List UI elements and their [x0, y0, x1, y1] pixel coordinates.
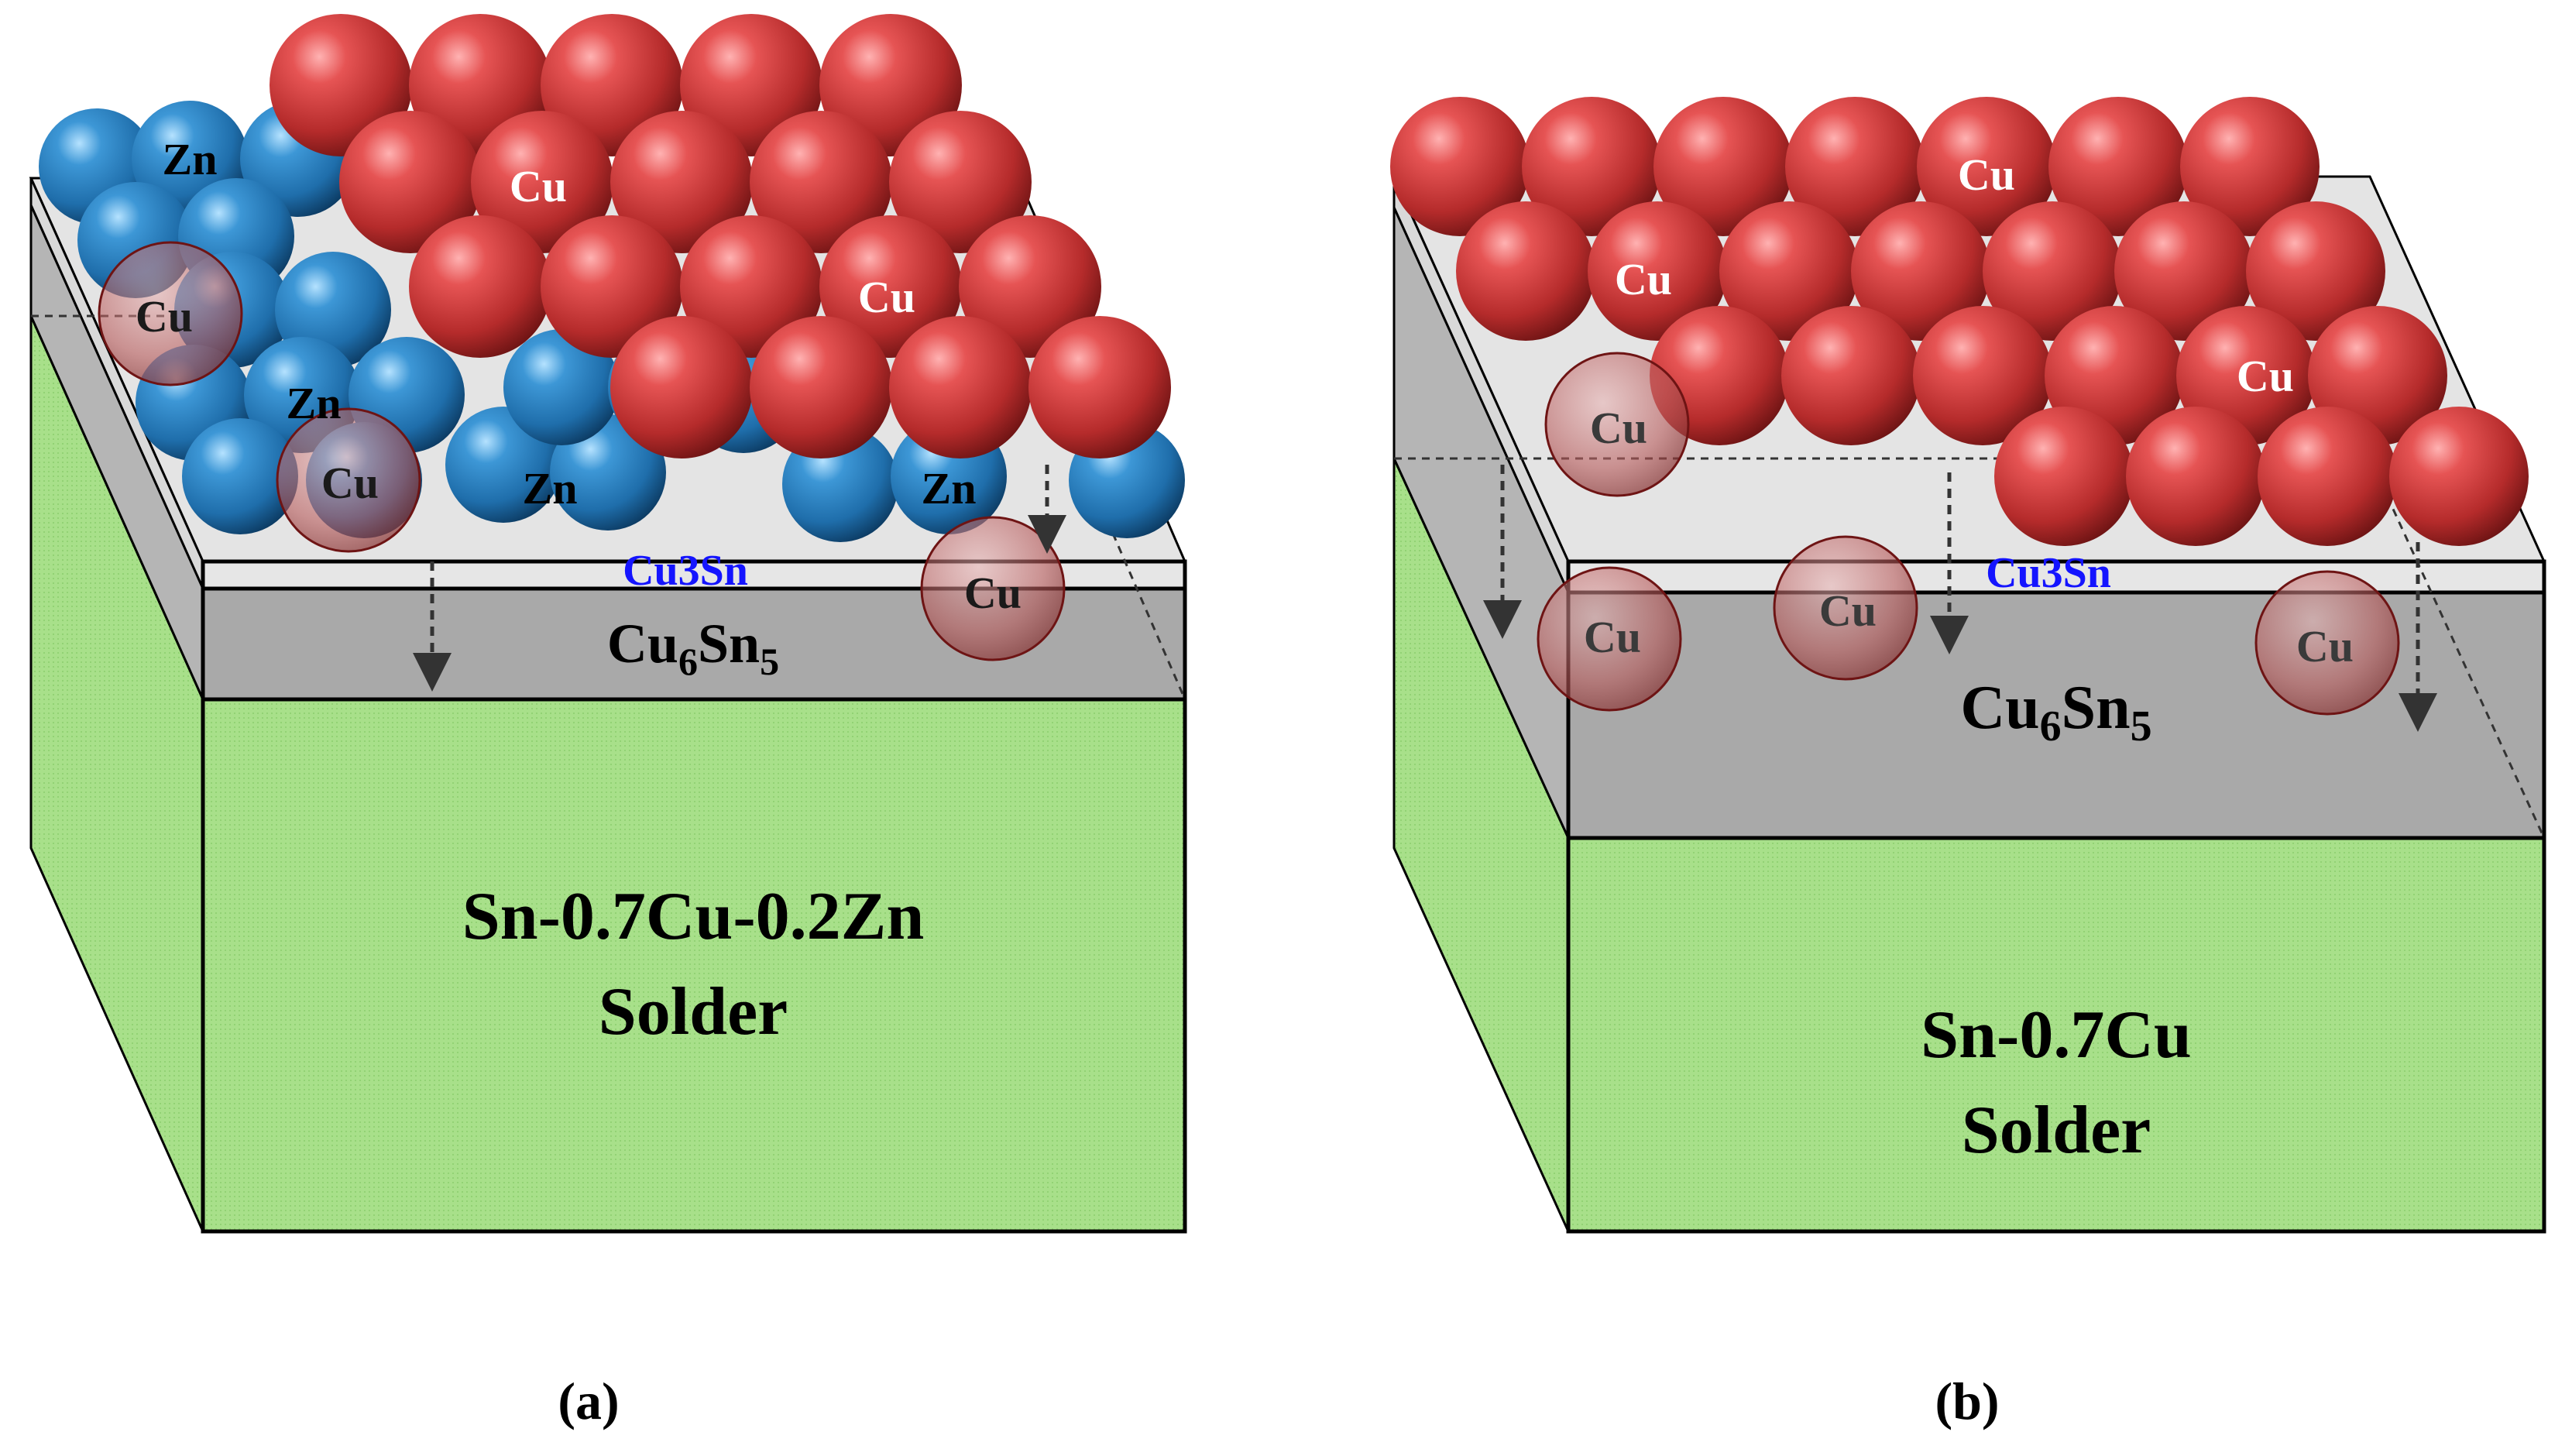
copper-atom-label: Cu: [1590, 403, 1647, 453]
copper-atom-label: Cu: [1958, 149, 2015, 200]
diffusing-copper-atom: [276, 407, 421, 553]
solder-front-b: [1566, 836, 2546, 1234]
zinc-atom: [503, 329, 620, 445]
copper-atom-label: Cu: [510, 161, 567, 211]
copper-atom: [750, 316, 892, 458]
copper-atom: [680, 215, 822, 358]
copper-atom: [610, 111, 753, 253]
copper-atom: [471, 111, 613, 253]
solder-label-b-line1: Sn-0.7Cu: [1921, 998, 2192, 1073]
zinc-atom-label: Zn: [922, 463, 977, 513]
zinc-atom: [550, 414, 666, 531]
copper-atom: [2048, 97, 2188, 236]
copper-atom: [1917, 97, 2056, 236]
atom-layer-a: [39, 14, 1185, 661]
copper-atom: [2114, 201, 2254, 341]
cu3sn-layer-b: [1566, 559, 2546, 595]
atom-layer-b: [1390, 97, 2529, 716]
diffusing-copper-atom: [1544, 352, 1690, 497]
copper-atom-label: Cu: [1819, 585, 1877, 636]
copper-atom: [1913, 306, 2052, 445]
caption-a: (a): [558, 1372, 619, 1430]
copper-atom: [959, 215, 1101, 358]
zinc-atom-label: Zn: [523, 463, 578, 513]
solder-label-a-line1: Sn-0.7Cu-0.2Zn: [462, 879, 925, 954]
copper-atom: [1522, 97, 1661, 236]
copper-atom-label: Cu: [1615, 254, 1672, 304]
copper-atom-label: Cu: [1584, 612, 1641, 662]
copper-atom-label: Cu: [321, 458, 379, 508]
copper-atom: [1653, 97, 1793, 236]
solder-label-a-line2: Solder: [599, 974, 788, 1049]
copper-atom-label: Cu: [2296, 621, 2354, 671]
cu6sn5-label-a: Cu6Sn5: [607, 613, 779, 683]
cu3sn-label-a: Cu3Sn: [623, 547, 748, 595]
copper-atom: [2180, 97, 2320, 236]
copper-atom: [1994, 407, 2134, 546]
diffusing-copper-atom: [2254, 570, 2400, 716]
copper-atom: [2126, 407, 2265, 546]
copper-atom: [1851, 201, 1990, 341]
copper-atom-label: Cu: [858, 272, 915, 322]
copper-atom: [541, 215, 683, 358]
copper-atom: [1719, 201, 1859, 341]
copper-atom: [1983, 201, 2122, 341]
zinc-atom: [182, 418, 298, 534]
copper-atom: [1028, 316, 1171, 458]
cu3sn-label-b: Cu3Sn: [1986, 549, 2111, 597]
copper-atom: [409, 215, 551, 358]
copper-atom: [750, 111, 892, 253]
copper-atom: [2258, 407, 2397, 546]
copper-atom: [1588, 201, 1727, 341]
copper-atom: [2246, 201, 2385, 341]
copper-atom: [610, 316, 753, 458]
copper-atom-label: Cu: [2237, 351, 2294, 401]
solder-front-a: [201, 697, 1187, 1234]
copper-atom-label: Cu: [136, 291, 193, 342]
zinc-atom-label: Zn: [163, 134, 218, 184]
copper-atom: [1390, 97, 1530, 236]
copper-atom-label: Cu: [964, 568, 1022, 618]
copper-atom: [1781, 306, 1921, 445]
copper-atom: [889, 111, 1032, 253]
copper-atom: [2389, 407, 2529, 546]
copper-atom: [339, 111, 482, 253]
zinc-atom-label: Zn: [287, 378, 342, 428]
copper-atom: [819, 215, 962, 358]
diffusing-copper-atom: [1537, 566, 1682, 712]
diffusing-copper-atom: [98, 241, 243, 386]
solder-label-b-line2: Solder: [1962, 1093, 2151, 1168]
caption-b: (b): [1935, 1372, 1999, 1430]
copper-atom: [1785, 97, 1925, 236]
diffusing-copper-atom: [1773, 535, 1918, 681]
copper-atom: [1456, 201, 1595, 341]
copper-atom: [889, 316, 1032, 458]
